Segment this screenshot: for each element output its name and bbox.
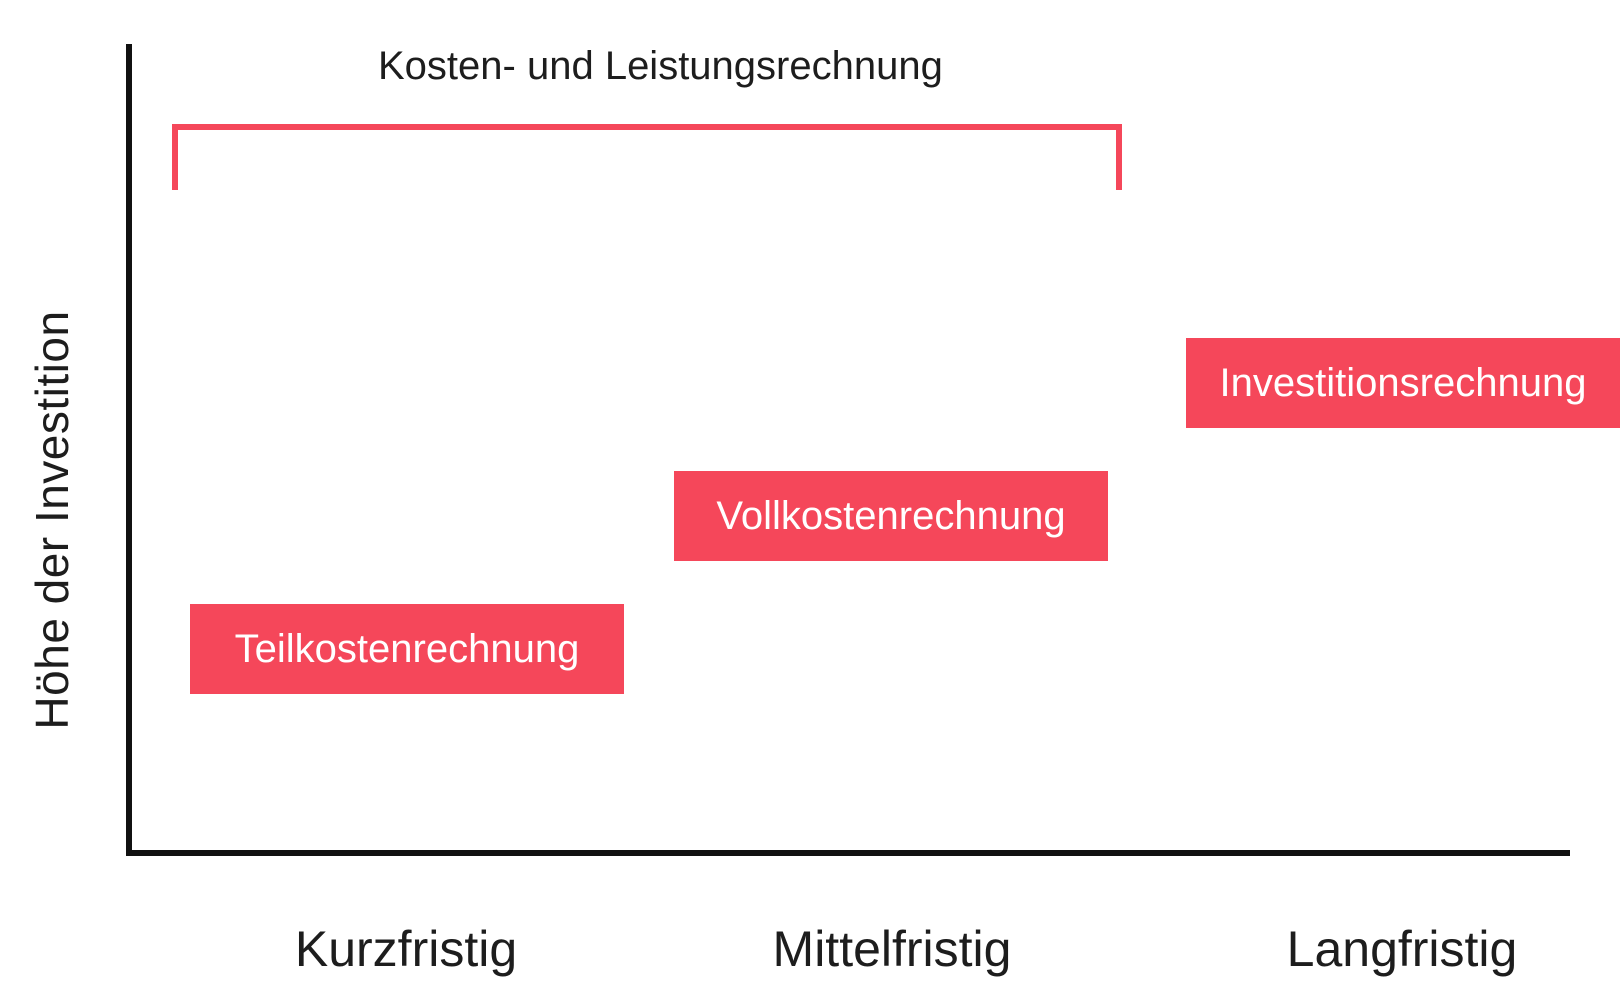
vollkostenrechnung-box: Vollkostenrechnung	[674, 471, 1108, 561]
bracket-label: Kosten- und Leistungsrechnung	[378, 44, 943, 88]
teilkostenrechnung-box: Teilkostenrechnung	[190, 604, 624, 694]
x-axis-line	[126, 850, 1570, 856]
x-axis-label-langfristig: Langfristig	[1286, 921, 1518, 977]
kosten-leistung-bracket	[172, 124, 1122, 190]
y-axis-line	[126, 44, 132, 856]
x-axis-label-kurzfristig: Kurzfristig	[294, 921, 518, 977]
investitionsrechnung-box: Investitionsrechnung	[1186, 338, 1620, 428]
y-axis-label: Höhe der Investition	[26, 310, 78, 730]
x-axis-label-mittelfristig: Mittelfristig	[772, 921, 1012, 977]
